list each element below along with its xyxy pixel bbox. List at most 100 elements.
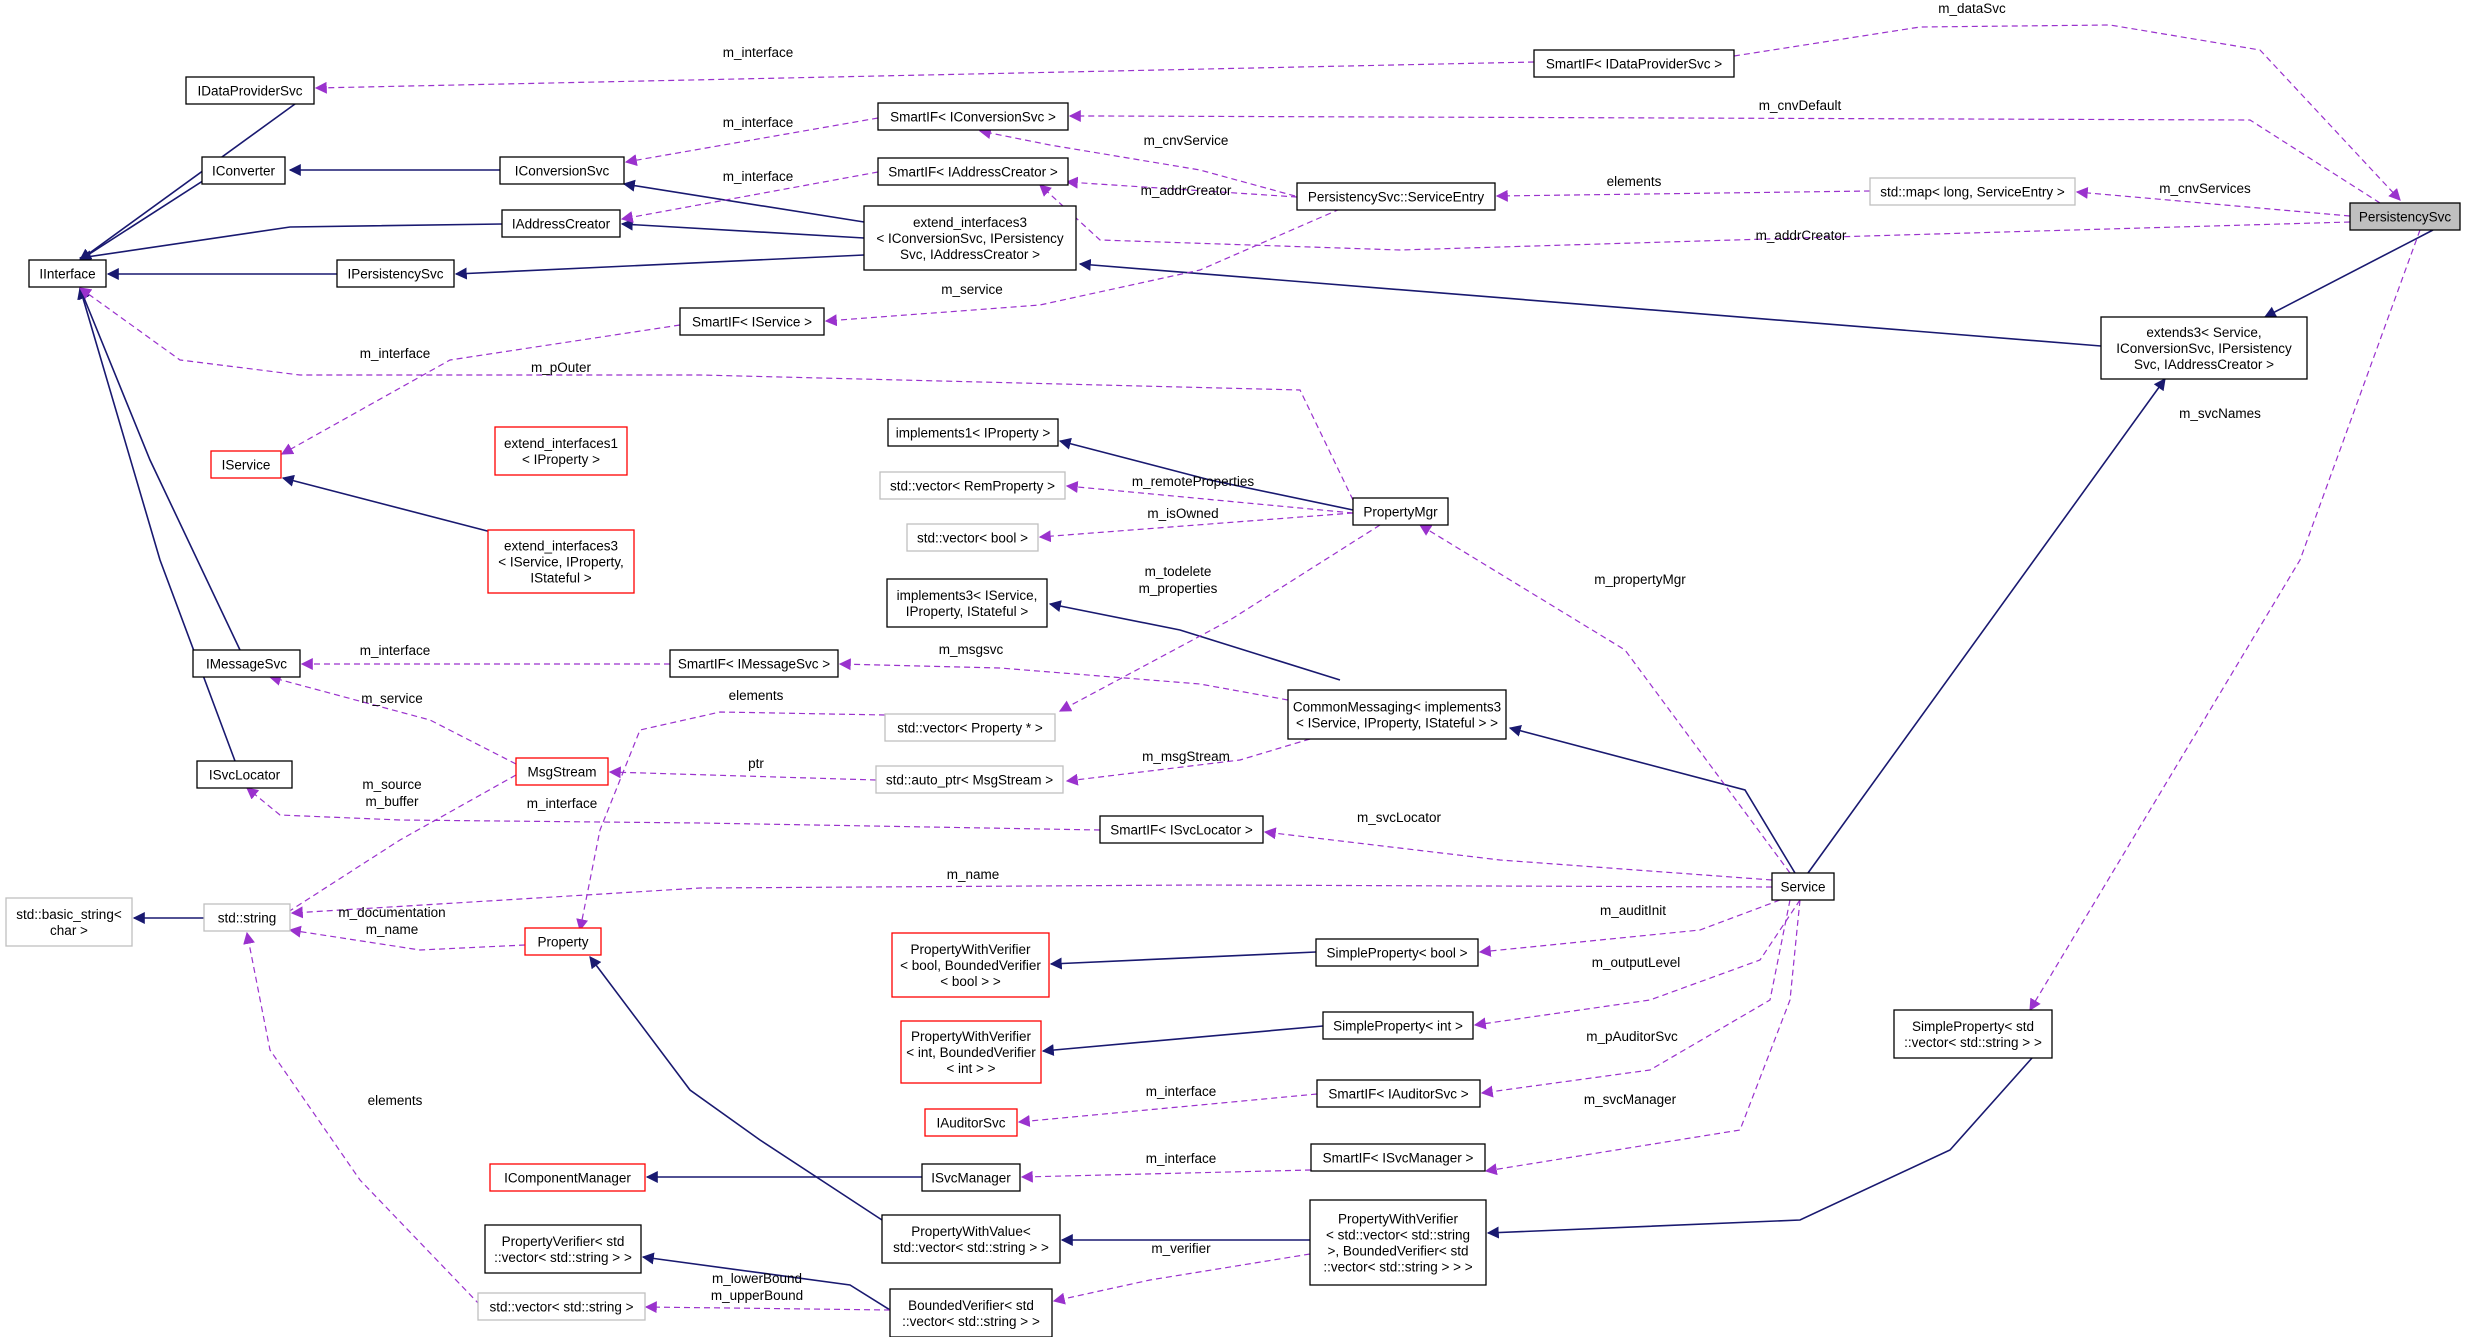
class-node-implements3[interactable]: implements3< IService,IProperty, IStatef… xyxy=(886,578,1048,628)
class-node-std-string[interactable]: std::string xyxy=(203,903,291,932)
edge-label-m-source: m_source xyxy=(362,777,421,792)
usage-edge xyxy=(258,774,517,931)
class-node-label: Svc, IAddressCreator > xyxy=(900,247,1040,262)
class-node-iconverter[interactable]: IConverter xyxy=(201,156,286,185)
class-node-extends3[interactable]: extends3< Service,IConversionSvc, IPersi… xyxy=(2100,316,2308,380)
class-node-std-auto-ptr[interactable]: std::auto_ptr< MsgStream > xyxy=(875,765,1064,794)
class-node-iservice[interactable]: IService xyxy=(210,450,282,479)
class-node-service[interactable]: Service xyxy=(1771,872,1835,901)
class-node-label: IPersistencySvc xyxy=(347,267,443,282)
class-node-box xyxy=(477,1292,646,1321)
class-node-label: std::string xyxy=(218,911,277,926)
class-node-persistencysvc[interactable]: PersistencySvc xyxy=(2349,202,2461,231)
usage-edge xyxy=(1020,1169,1312,1183)
class-node-iinterface[interactable]: IInterface xyxy=(28,259,107,288)
class-node-std-vector-remproperty[interactable]: std::vector< RemProperty > xyxy=(879,471,1066,500)
class-node-simpleproperty-bool[interactable]: SimpleProperty< bool > xyxy=(1315,938,1479,967)
class-node-box xyxy=(879,471,1066,500)
class-node-label: BoundedVerifier< std xyxy=(908,1298,1034,1313)
class-node-label: IService xyxy=(222,458,271,473)
class-node-simpleproperty-vector[interactable]: SimpleProperty< std::vector< std::string… xyxy=(1893,1009,2053,1059)
class-node-propertymgr[interactable]: PropertyMgr xyxy=(1352,497,1449,526)
class-node-msgstream[interactable]: MsgStream xyxy=(515,757,609,786)
class-node-box xyxy=(679,307,825,336)
class-node-smartif-imessagesvc[interactable]: SmartIF< IMessageSvc > xyxy=(669,649,839,678)
class-node-box xyxy=(906,523,1039,552)
class-node-isvcmanager[interactable]: ISvcManager xyxy=(921,1163,1021,1192)
inheritance-edge xyxy=(1048,600,1341,681)
class-node-pwv-int[interactable]: PropertyWithVerifier< int, BoundedVerifi… xyxy=(900,1020,1042,1084)
class-node-box xyxy=(210,450,282,479)
class-node-extend-interfaces1[interactable]: extend_interfaces1< IProperty > xyxy=(494,426,628,476)
class-node-isvclocator[interactable]: ISvcLocator xyxy=(196,760,293,789)
class-node-box xyxy=(924,1108,1018,1137)
usage-edge xyxy=(1065,738,1311,786)
class-node-box xyxy=(2349,202,2461,231)
class-node-label: PersistencySvc xyxy=(2359,210,2452,225)
usage-edge xyxy=(1065,176,1298,198)
inheritance-edge xyxy=(79,103,296,261)
class-node-smartif-iauditorsvc[interactable]: SmartIF< IAuditorSvc > xyxy=(1316,1079,1481,1108)
class-node-label: ISvcManager xyxy=(931,1171,1011,1186)
class-node-label: IProperty, IStateful > xyxy=(906,604,1029,619)
edge-label-m-interface-dataprovider: m_interface xyxy=(723,45,794,60)
class-node-pwv-bool[interactable]: PropertyWithVerifier< bool, BoundedVerif… xyxy=(891,932,1050,998)
usage-edge xyxy=(1478,899,1781,957)
class-node-imessagesvc[interactable]: IMessageSvc xyxy=(192,649,301,678)
inheritance-edge xyxy=(1508,724,1796,874)
usage-edge xyxy=(246,787,1101,831)
edge-label-m-svcLocator: m_svcLocator xyxy=(1357,810,1442,825)
class-node-boundedverifier[interactable]: BoundedVerifier< std::vector< std::strin… xyxy=(889,1288,1053,1337)
class-node-smartif-iaddresscreator[interactable]: SmartIF< IAddressCreator > xyxy=(877,157,1069,186)
class-node-icomponentmanager[interactable]: IComponentManager xyxy=(489,1163,646,1192)
class-node-propertyverifier[interactable]: PropertyVerifier< std::vector< std::stri… xyxy=(484,1224,642,1274)
usage-edge xyxy=(644,1301,891,1314)
class-node-iauditorsvc[interactable]: IAuditorSvc xyxy=(924,1108,1018,1137)
class-node-commonmessaging[interactable]: CommonMessaging< implements3< IService, … xyxy=(1287,689,1507,740)
class-node-label: std::vector< bool > xyxy=(917,531,1028,546)
class-node-iaddresscreator[interactable]: IAddressCreator xyxy=(501,209,621,238)
inheritance-edge xyxy=(78,223,503,263)
class-node-label: std::vector< RemProperty > xyxy=(890,479,1055,494)
class-node-propertywithvalue[interactable]: PropertyWithValue<std::vector< std::stri… xyxy=(881,1214,1061,1264)
usage-edge xyxy=(1495,189,1871,202)
class-node-ipersistencysvc[interactable]: IPersistencySvc xyxy=(336,259,455,288)
class-node-idataprovidersvc[interactable]: IDataProviderSvc xyxy=(185,76,315,105)
class-node-box xyxy=(1869,177,2076,206)
usage-edge xyxy=(2029,229,2421,1012)
class-node-box xyxy=(884,713,1056,742)
class-node-smartif-idataprovidersvc[interactable]: SmartIF< IDataProviderSvc > xyxy=(1533,49,1735,78)
class-node-property[interactable]: Property xyxy=(524,927,602,956)
class-node-box xyxy=(196,760,293,789)
class-node-pwv-vector[interactable]: PropertyWithVerifier< std::vector< std::… xyxy=(1309,1199,1487,1286)
class-node-simpleproperty-int[interactable]: SimpleProperty< int > xyxy=(1322,1011,1474,1040)
class-node-label: SmartIF< IDataProviderSvc > xyxy=(1546,57,1722,72)
class-node-smartif-isvcmanager[interactable]: SmartIF< ISvcManager > xyxy=(1310,1143,1486,1172)
class-node-label: SmartIF< IService > xyxy=(692,315,812,330)
class-node-box xyxy=(1310,1143,1486,1172)
class-node-std-vector-string[interactable]: std::vector< std::string > xyxy=(477,1292,646,1321)
class-node-std-map[interactable]: std::map< long, ServiceEntry > xyxy=(1869,177,2076,206)
class-node-smartif-iservice[interactable]: SmartIF< IService > xyxy=(679,307,825,336)
class-node-implements1[interactable]: implements1< IProperty > xyxy=(887,418,1059,447)
class-node-std-vector-bool[interactable]: std::vector< bool > xyxy=(906,523,1039,552)
class-node-extend-interfaces3-conv[interactable]: extend_interfaces3< IConversionSvc, IPer… xyxy=(863,205,1077,271)
class-node-std-vector-property[interactable]: std::vector< Property * > xyxy=(884,713,1056,742)
class-node-std-basic-string[interactable]: std::basic_string<char > xyxy=(5,897,133,947)
class-node-smartif-isvclocator[interactable]: SmartIF< ISvcLocator > xyxy=(1099,815,1264,844)
class-node-extend-interfaces3-iservice[interactable]: extend_interfaces3< IService, IProperty,… xyxy=(487,529,635,594)
class-node-smartif-iconversionsvc[interactable]: SmartIF< IConversionSvc > xyxy=(877,102,1069,131)
usage-edge xyxy=(620,171,879,223)
class-node-label: PropertyWithVerifier xyxy=(910,942,1031,957)
inheritance-edge xyxy=(281,474,496,534)
class-node-iconversionsvc[interactable]: IConversionSvc xyxy=(499,156,625,185)
class-node-persistencysvc-serviceentry[interactable]: PersistencySvc::ServiceEntry xyxy=(1296,182,1496,211)
edge-labels-layer: m_dataSvcm_interfacem_interfacem_cnvDefa… xyxy=(338,1,2261,1303)
class-node-label: PropertyWithVerifier xyxy=(1338,1212,1459,1227)
usage-edge xyxy=(280,324,681,455)
class-node-label: < int, BoundedVerifier xyxy=(906,1045,1036,1060)
nodes-layer: PersistencySvc SmartIF< IDataProviderSvc … xyxy=(5,49,2461,1337)
class-node-box xyxy=(1296,182,1496,211)
class-node-box xyxy=(489,1163,646,1192)
class-node-label: std::vector< std::string > > xyxy=(893,1240,1049,1255)
